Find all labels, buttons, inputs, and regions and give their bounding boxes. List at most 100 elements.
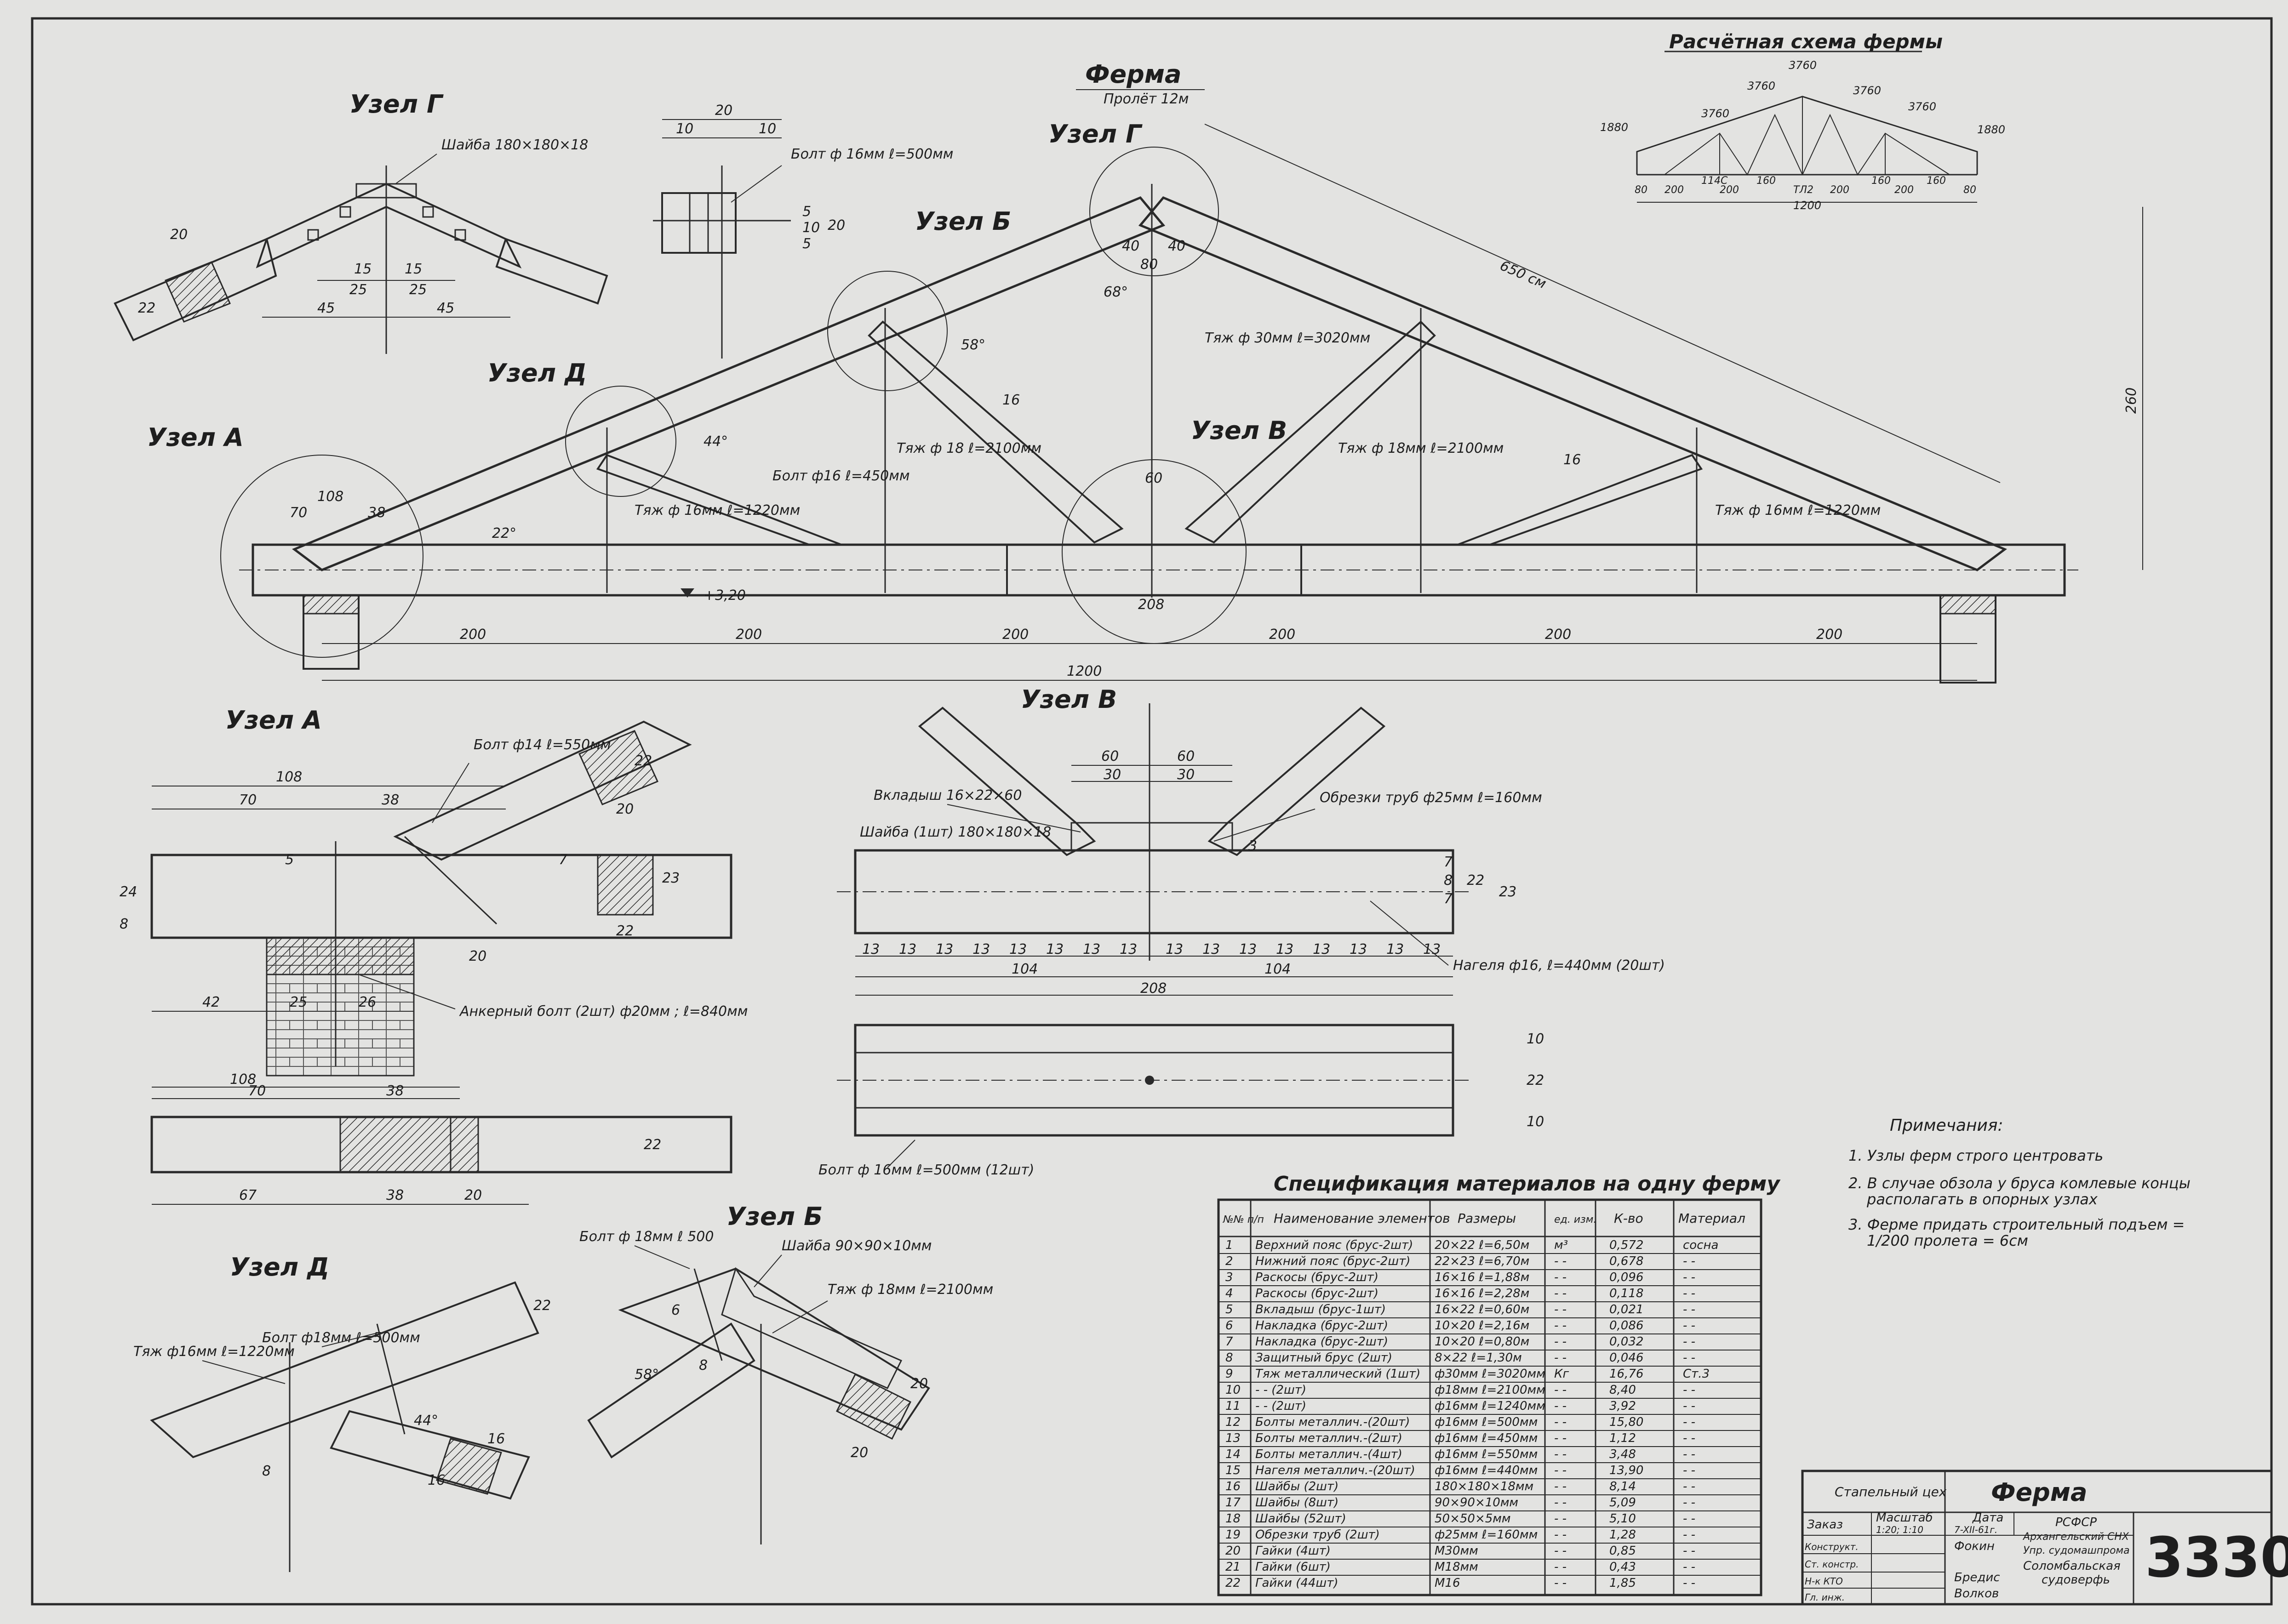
spec-cell: - -	[1554, 1431, 1567, 1445]
scheme-title: Расчётная схема фермы	[1669, 30, 1943, 53]
spec-cell: - -	[1683, 1447, 1695, 1461]
spec-cell: 15,80	[1609, 1415, 1643, 1429]
spec-cell: Обрезки труб (2шт)	[1255, 1528, 1380, 1542]
node-b-tie: Тяж ф 18мм ℓ=2100мм	[828, 1282, 993, 1298]
spec-cell: Раскосы (брус-2шт)	[1255, 1287, 1379, 1300]
scheme-h-0: 3760	[1789, 59, 1817, 72]
node-b-dim-4: 20	[910, 1376, 928, 1392]
node-v-dim-9: 22	[1527, 1072, 1544, 1088]
diagonal-left-2	[868, 320, 1124, 544]
spec-cell: Защитный брус (2шт)	[1255, 1351, 1392, 1365]
spec-cell: 12	[1225, 1415, 1241, 1429]
spec-cell: 0,678	[1609, 1254, 1643, 1268]
spec-cell: 13,90	[1609, 1464, 1643, 1477]
spec-cell: 50×50×5мм	[1435, 1512, 1511, 1526]
spec-cell: Шайбы (52шт)	[1255, 1512, 1346, 1526]
spec-cell: 8,40	[1609, 1383, 1636, 1397]
scheme-b-8: 200	[1894, 184, 1914, 196]
node-v-top-2: 30	[1104, 767, 1121, 783]
spec-cell: 3,48	[1609, 1447, 1636, 1461]
stamp-title: Ферма	[1991, 1478, 2087, 1507]
spec-cell: 3,92	[1609, 1399, 1636, 1413]
spec-cell: Нижний пояс (брус-2шт)	[1255, 1254, 1410, 1268]
spec-cell: - -	[1683, 1560, 1695, 1574]
spec-cell: - -	[1683, 1303, 1695, 1316]
spec-cell: - -	[1683, 1480, 1695, 1493]
scheme-b-4: 160	[1756, 175, 1776, 187]
note-line-0: 1. Узлы ферм строго центровать	[1848, 1147, 2103, 1164]
spec-cell: - -	[1554, 1319, 1567, 1333]
scheme-h-1: 3760	[1701, 107, 1729, 120]
stamp-date-label: Дата	[1972, 1511, 2003, 1525]
node-v-pitch-11: 13	[1276, 941, 1293, 957]
node-v-bolts: Болт ф 16мм ℓ=500мм (12шт)	[818, 1162, 1034, 1178]
top-section-dim-5: 10	[802, 220, 820, 236]
diagonal-left-1	[596, 454, 842, 546]
node-v-top-3: 30	[1177, 767, 1195, 783]
circle-node-d	[565, 386, 676, 497]
scheme-b-10: 80	[1963, 184, 1976, 196]
spec-cell: ф18мм ℓ=2100мм	[1435, 1383, 1545, 1397]
spec-h-5: Материал	[1678, 1211, 1745, 1226]
bottom-chord-splice	[1006, 544, 1302, 596]
notes-block: Примечания: 1. Узлы ферм строго центрова…	[1848, 1116, 2191, 1249]
node-v-dim-3: 23	[1499, 884, 1516, 900]
node-a-dim-14: 26	[359, 994, 376, 1010]
node-g-dim-7: 45	[437, 300, 454, 316]
stamp-name-1: Бредис	[1954, 1571, 2000, 1584]
scheme-b-2: 114С	[1701, 175, 1728, 187]
node-a-plan-0: 108	[230, 1071, 256, 1088]
spec-cell: - -	[1554, 1496, 1567, 1510]
node-d-dim-2: 16	[487, 1431, 505, 1447]
spec-cell: Тяж металлический (1шт)	[1255, 1367, 1420, 1381]
spec-cell: 10	[1225, 1383, 1241, 1397]
note-line-3: 3. Ферме придать строительный подъем =	[1848, 1216, 2185, 1233]
node-d-title: Узел Д	[230, 1253, 329, 1282]
node-v-pitch-6: 13	[1083, 941, 1100, 957]
stamp-name-2: Волков	[1954, 1587, 1999, 1601]
tie-label-0: Тяж ф 30мм ℓ=3020мм	[1205, 330, 1370, 346]
spec-cell: 8,14	[1609, 1480, 1636, 1493]
node-a-plan-5: 20	[464, 1187, 482, 1203]
node-a-plan-4: 38	[386, 1187, 404, 1203]
node-b-dim-3: 20	[851, 1445, 868, 1461]
spec-cell: ф16мм ℓ=1240мм	[1435, 1399, 1545, 1413]
spec-cell: 14	[1225, 1447, 1241, 1461]
main-label-node-b: Узел Б	[915, 207, 1011, 236]
node-a-dim-12: 42	[202, 994, 220, 1010]
spec-cell: 9	[1225, 1367, 1233, 1381]
circle-node-g	[1089, 147, 1219, 276]
spec-cell: 0,046	[1609, 1351, 1643, 1365]
node-b-title: Узел Б	[726, 1202, 823, 1231]
dim-bottom-3: 200	[1269, 627, 1295, 643]
node-g-dim-0: 20	[170, 227, 188, 243]
spec-h-3: ед. изм.	[1554, 1214, 1596, 1225]
top-section-dim-0: 20	[715, 103, 732, 119]
spec-cell: - -	[1683, 1496, 1695, 1510]
misc-5: 58°	[961, 337, 985, 353]
node-a-dim-0: 108	[276, 769, 302, 785]
level-mark: +3,20	[704, 587, 746, 604]
node-d-bolt: Болт ф18мм ℓ=500мм	[262, 1330, 420, 1346]
node-v-pitch-7: 13	[1120, 941, 1137, 957]
spec-cell: 2	[1225, 1254, 1233, 1268]
spec-cell: 3	[1225, 1271, 1233, 1284]
spec-cell: 15	[1225, 1464, 1241, 1477]
scheme-b-1: 200	[1665, 184, 1684, 196]
spec-cell: Шайбы (8шт)	[1255, 1496, 1338, 1510]
scheme-h-4: 3760	[1908, 100, 1936, 113]
spec-cell: Гайки (44шт)	[1255, 1576, 1338, 1590]
dim-total: 1200	[1067, 663, 1102, 679]
spec-cell: - -	[1554, 1303, 1567, 1316]
spec-cell: 18	[1225, 1512, 1241, 1526]
tie-label-3: Тяж ф 16мм ℓ=1220мм	[635, 502, 800, 519]
top-section-dim-4: 5	[802, 204, 811, 220]
spec-cell: - -	[1554, 1528, 1567, 1542]
stamp-date: 7-XII-61г.	[1954, 1524, 1997, 1535]
spec-cell: 22	[1225, 1576, 1241, 1590]
node-a-dim-2: 38	[382, 792, 399, 808]
spec-cell: м³	[1554, 1238, 1568, 1252]
spec-cell: - -	[1554, 1254, 1567, 1268]
node-v-pipes: Обрезки труб ф25мм ℓ=160мм	[1320, 790, 1542, 806]
